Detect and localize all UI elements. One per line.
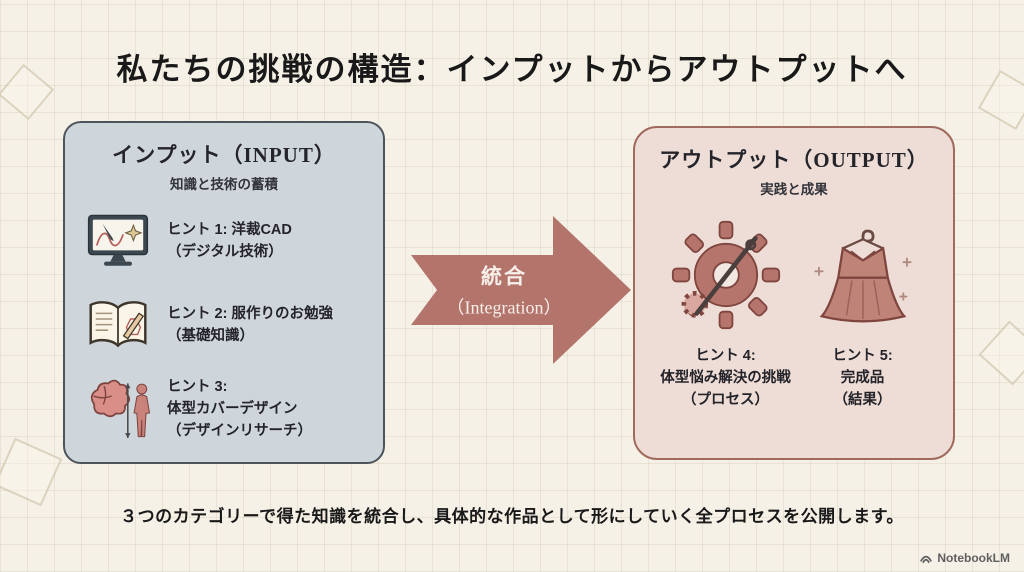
page-title: 私たちの挑戦の構造：インプットからアウトプットへ (116, 52, 908, 87)
output-box-subtitle: 実践と成果 (760, 182, 828, 197)
list-item: ヒント 1: 洋裁CAD （デジタル技術） (83, 207, 365, 277)
list-item: ヒント 2: 服作りのお勉強 （基礎知識） (83, 291, 365, 361)
item-label: ヒント 1: 洋裁CAD （デジタル技術） (167, 222, 292, 260)
notebooklm-watermark: NotebookLM (919, 551, 1010, 565)
input-box-title: インプット（INPUT） (112, 143, 336, 167)
arrow-label: 統合 （Integration） (425, 261, 583, 320)
item-label: ヒント 2: 服作りのお勉強 （基礎知識） (167, 306, 333, 344)
item-label: ヒント 4: 体型悩み解決の挑戦 （プロセス） (660, 348, 791, 408)
item-label: ヒント 3: 体型カバーデザイン （デザインリサーチ） (167, 379, 312, 439)
notebooklm-logo-icon (920, 555, 933, 564)
arrow-label-top: 統合 (481, 264, 527, 289)
item-label: ヒント 5: 完成品 （結果） (832, 348, 893, 408)
paper-corner-decoration (0, 437, 63, 507)
output-item-list: ヒント 4: 体型悩み解決の挑戦 （プロセス） ヒント 5: 完成品 （結果） (651, 220, 937, 411)
gear-needle-icon (671, 220, 781, 330)
list-item: ヒント 4: 体型悩み解決の挑戦 （プロセス） (657, 220, 794, 411)
arrow-label-bottom: （Integration） (446, 297, 562, 318)
sewing-book-icon (83, 291, 153, 361)
paper-corner-decoration (978, 320, 1024, 386)
footer-text: ３つのカテゴリーで得た知識を統合し、具体的な作品として形にしていく全プロセスを公… (120, 507, 904, 526)
dress-icon (808, 220, 918, 330)
monitor-cad-icon (83, 207, 153, 277)
input-item-list: ヒント 1: 洋裁CAD （デジタル技術） ヒント 2: 服作りのお勉強 （基礎… (83, 207, 365, 445)
input-box-subtitle: 知識と技術の蓄積 (170, 177, 278, 192)
list-item: ヒント 3: 体型カバーデザイン （デザインリサーチ） (83, 375, 365, 445)
list-item: ヒント 5: 完成品 （結果） (794, 220, 931, 411)
arrow-shape (411, 216, 631, 364)
output-box-title: アウトプット（OUTPUT） (659, 148, 929, 172)
watermark-label: NotebookLM (937, 551, 1010, 565)
output-box: アウトプット（OUTPUT） 実践と成果 (633, 126, 955, 460)
brain-body-icon (83, 375, 153, 445)
input-box: インプット（INPUT） 知識と技術の蓄積 ヒント 1: 洋裁CAD （デジタル… (63, 121, 385, 464)
integration-arrow: 統合 （Integration） (411, 210, 631, 370)
